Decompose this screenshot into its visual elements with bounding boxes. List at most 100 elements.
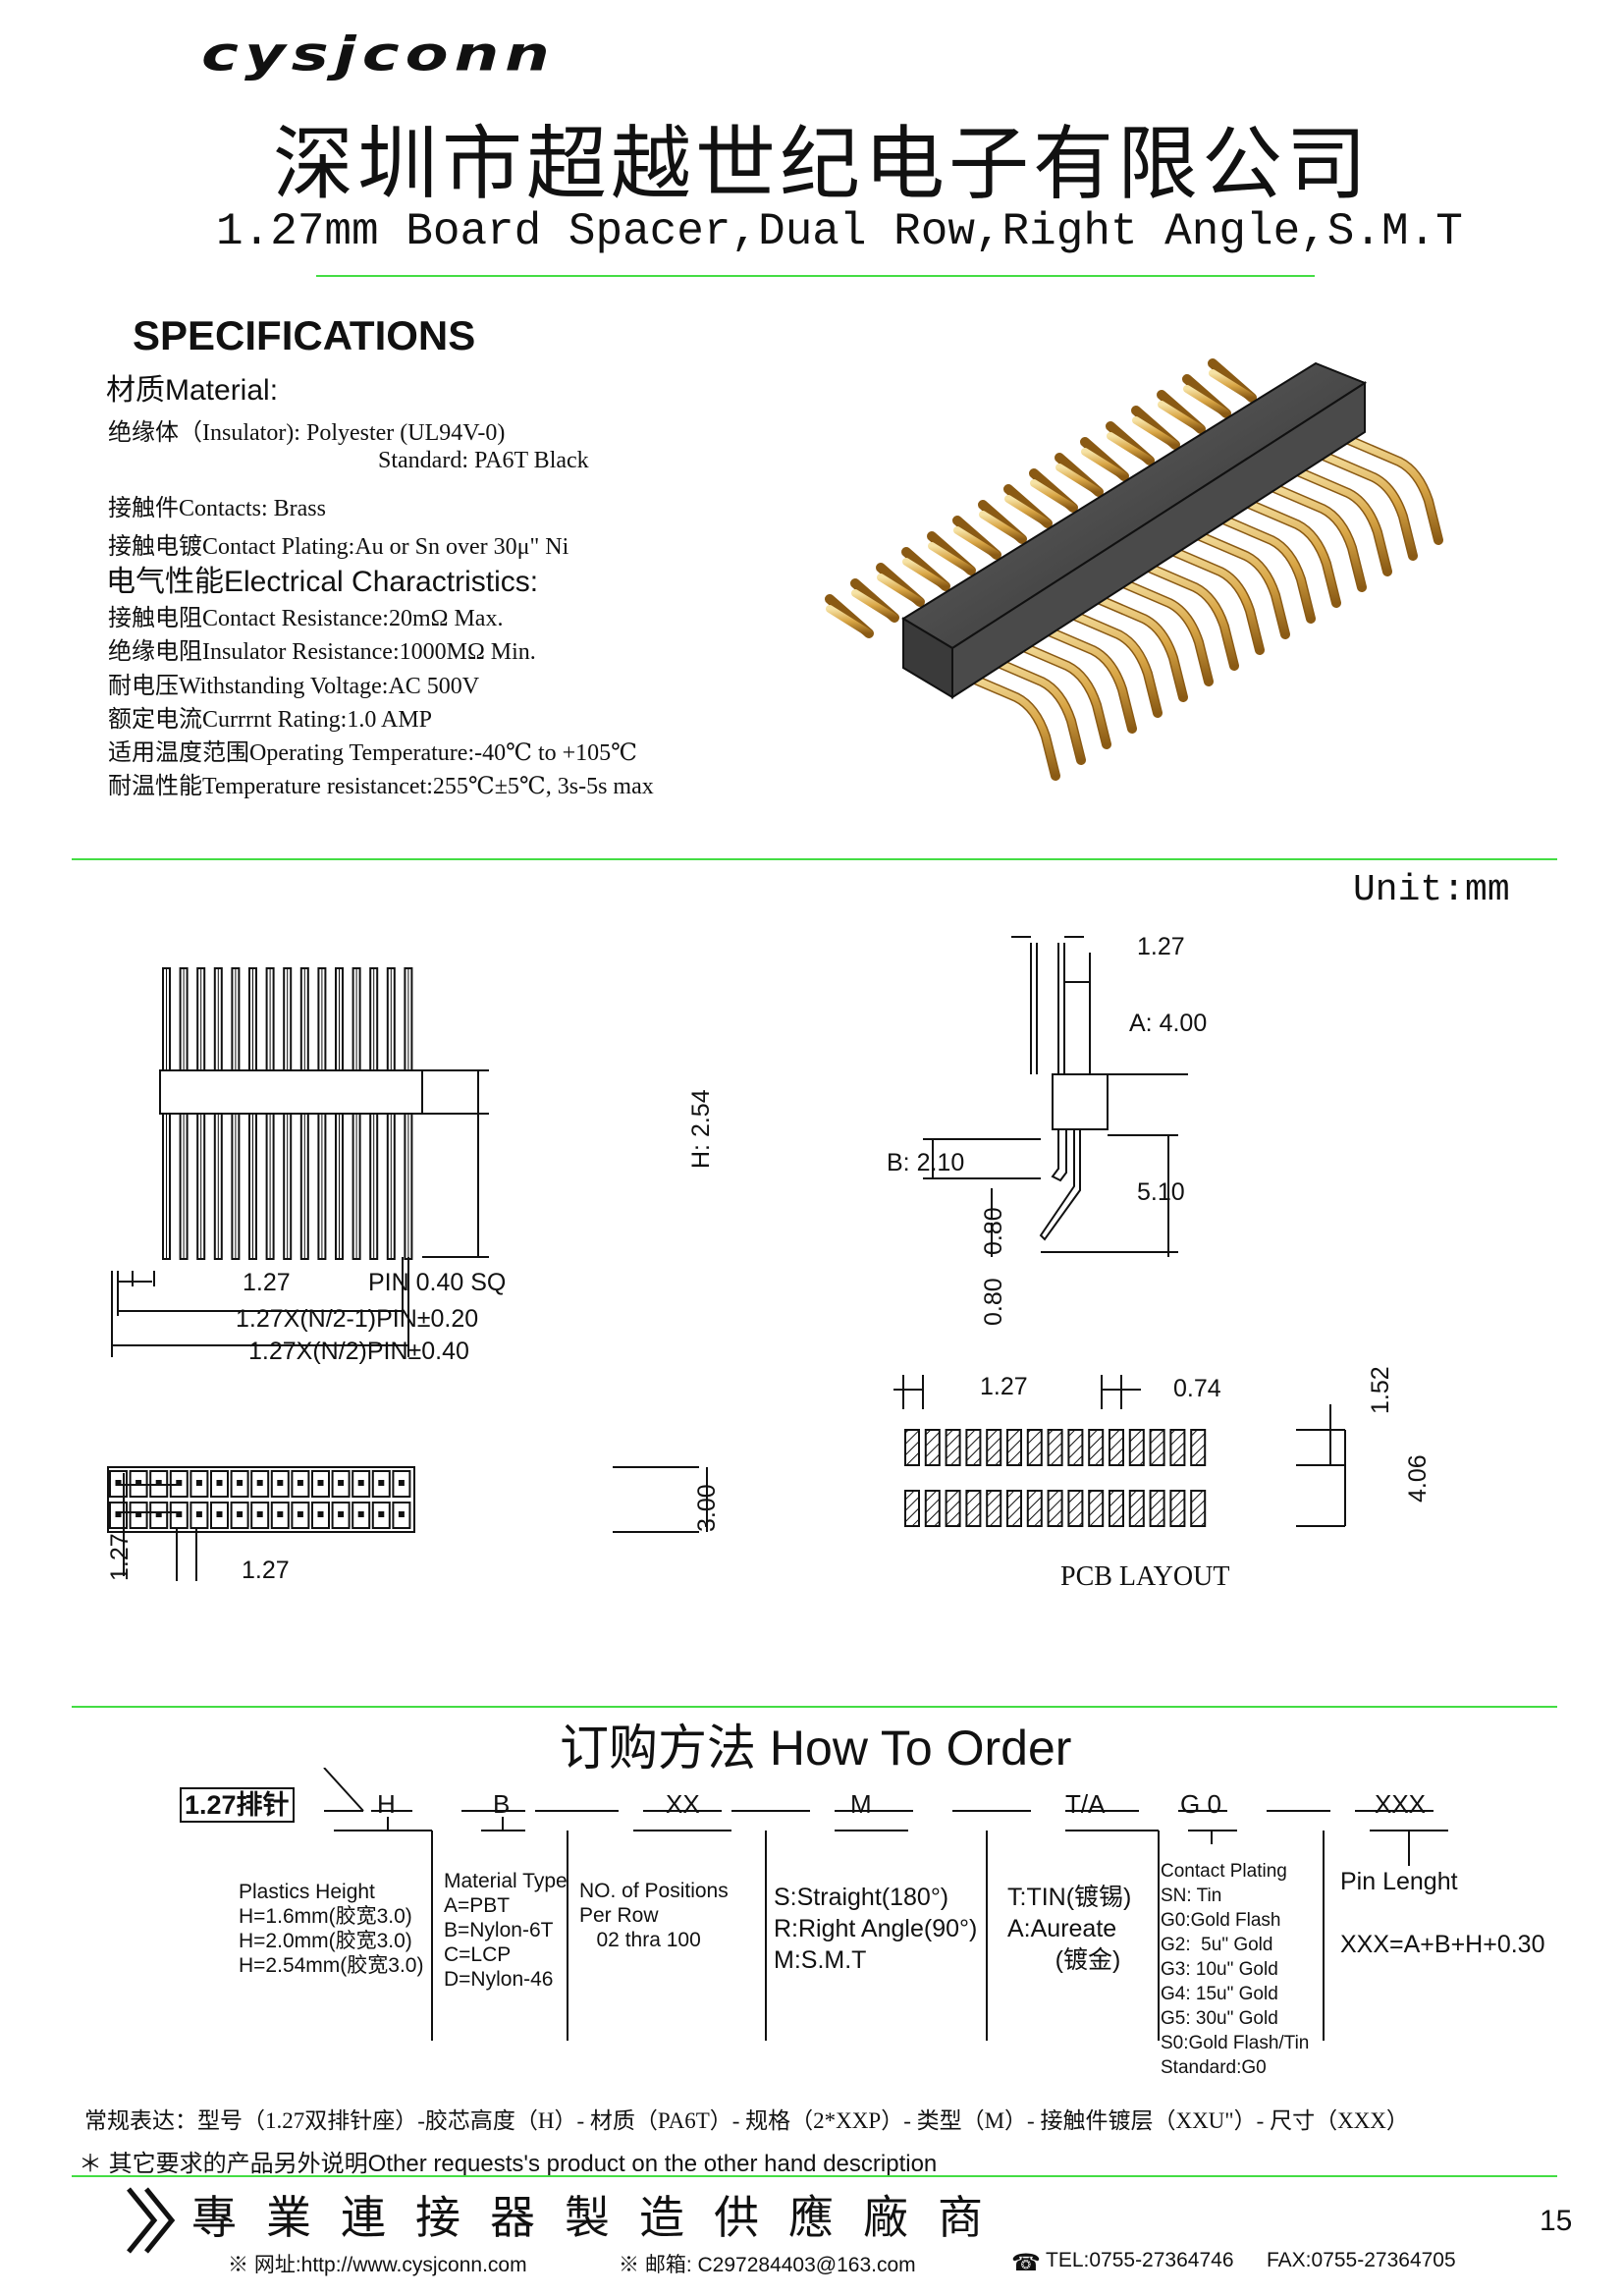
how-to-order-title: 订购方法 How To Order: [560, 1720, 1072, 1777]
smt-pin-highlight: [1224, 491, 1340, 607]
other-requests-note: ＊ 其它要求的产品另外说明Other requests's product on…: [79, 2151, 938, 2177]
straight-pin-highlight: [1030, 479, 1077, 512]
dim-top-row-pitch: 1.27: [106, 1533, 134, 1581]
order-plastics-height: Plastics Height H=1.6mm(胶宽3.0) H=2.0mm(胶…: [239, 1881, 424, 1977]
top-pin: [135, 1480, 142, 1486]
material-heading: 材质Material:: [106, 373, 279, 408]
pcb-pad: [924, 1490, 941, 1527]
pcb-pad: [1128, 1490, 1145, 1527]
order-pin-length: Pin Lenght XXX=A+B+H+0.30: [1340, 1868, 1545, 1958]
order-contact-plating: Contact Plating SN: Tin G0:Gold Flash G2…: [1161, 1861, 1310, 2078]
top-pin: [317, 1511, 324, 1517]
pcb-pad: [1026, 1429, 1043, 1466]
straight-pin-highlight: [1055, 464, 1103, 496]
pcb-pad: [1067, 1429, 1084, 1466]
code-h: H: [377, 1789, 396, 1819]
dim-top-pitch: 1.27: [242, 1557, 290, 1584]
pcb-pad: [1169, 1429, 1186, 1466]
order-code-lines: [323, 1768, 1448, 2041]
order-material-type: Material Type A=PBT B=Nylon-6T C=LCP D=N…: [444, 1870, 568, 1991]
fax: FAX:0755-27364705: [1267, 2249, 1456, 2271]
pcb-pad: [1169, 1490, 1186, 1527]
straight-pin-highlight: [1158, 401, 1205, 433]
pcb-pad: [986, 1490, 1002, 1527]
smt-pin-highlight: [1097, 570, 1213, 685]
regular-expression-note: 常规表达：型号（1.27双排针座）-胶芯高度（H）- 材质（PA6T）- 规格（…: [84, 2108, 1409, 2133]
section-divider-1: [72, 858, 1557, 860]
title-underline: [316, 275, 1315, 277]
pcb-pad: [1190, 1490, 1207, 1527]
dim-pcb-pitch: 1.27: [980, 1373, 1028, 1400]
order-type: S:Straight(180°) R:Right Angle(90°) M:S.…: [774, 1884, 978, 1974]
phone-icon: ☎: [1011, 2250, 1041, 2276]
company-name: 深圳市超越世纪电子有限公司: [273, 118, 1372, 211]
pcb-pad: [1006, 1490, 1022, 1527]
top-pin: [277, 1480, 284, 1486]
website[interactable]: ※ 网址:http://www.cysjconn.com: [228, 2254, 527, 2276]
dim-a: A: 4.00: [1129, 1010, 1208, 1037]
pcb-pad: [1088, 1429, 1105, 1466]
straight-pin-highlight: [1081, 448, 1128, 480]
dim-side-pitch: 1.27: [1137, 933, 1185, 960]
part-number-box: 1.27排针: [180, 1787, 295, 1823]
top-pin: [357, 1480, 364, 1486]
pcb-pad: [1088, 1490, 1105, 1527]
dim-d2: 0.80: [980, 1278, 1007, 1326]
spec-withstanding-voltage: 耐电压Withstanding Voltage:AC 500V: [108, 674, 480, 699]
company-slogan: 專業連接器製造供應廠商: [191, 2191, 1012, 2244]
code-ta: T/A: [1065, 1789, 1106, 1819]
email[interactable]: ※ 邮箱: C297284403@163.com: [619, 2254, 916, 2276]
pcb-pad: [1128, 1429, 1145, 1466]
pcb-pad: [1047, 1490, 1063, 1527]
dim-pcb-pad-len: 1.52: [1367, 1366, 1394, 1414]
top-pin: [378, 1511, 385, 1517]
pcb-pad: [1149, 1429, 1165, 1466]
smt-pin-highlight: [1199, 507, 1315, 623]
code-xx: XX: [666, 1789, 700, 1819]
smt-pin-highlight: [1046, 601, 1162, 717]
smt-pin-highlight: [1122, 554, 1238, 670]
unit-label: Unit:mm: [1353, 869, 1510, 911]
smt-pin-highlight: [1148, 538, 1264, 654]
top-pin: [338, 1511, 345, 1517]
top-pin: [338, 1480, 345, 1486]
smt-pin-highlight: [1071, 585, 1187, 701]
top-pin: [195, 1480, 202, 1486]
straight-pin-highlight: [1004, 495, 1052, 527]
top-view-drawing: [107, 1466, 708, 1581]
top-pin: [216, 1480, 223, 1486]
spec-current-rating: 额定电流Currrnt Rating:1.0 AMP: [108, 707, 433, 733]
company-logo: cysjconn: [201, 27, 556, 82]
dim-n2-1: 1.27X(N/2-1)PIN±0.20: [236, 1305, 479, 1333]
pcb-pad: [1006, 1429, 1022, 1466]
top-pin: [297, 1480, 303, 1486]
order-plating-type: T:TIN(镀锡) A:Aureate (镀金): [1007, 1884, 1132, 1974]
smt-pin-highlight: [1275, 460, 1391, 575]
dim-b: B: 2.10: [887, 1149, 965, 1176]
top-pin: [378, 1480, 385, 1486]
code-g0: G 0: [1180, 1789, 1221, 1819]
pcb-pad: [1067, 1490, 1084, 1527]
straight-pin-highlight: [953, 526, 1001, 559]
specifications-heading: SPECIFICATIONS: [133, 312, 476, 358]
spec-operating-temp: 适用温度范围Operating Temperature:-40℃ to +105…: [108, 740, 638, 766]
pcb-pad: [965, 1429, 982, 1466]
straight-pin-highlight: [1107, 432, 1154, 465]
dim-pcb-row-span: 4.06: [1404, 1454, 1432, 1503]
pcb-pad: [1190, 1429, 1207, 1466]
top-pin: [195, 1511, 202, 1517]
pcb-pad: [965, 1490, 982, 1527]
spec-insulator: 绝缘体（Insulator): Polyester (UL94V-0): [108, 420, 506, 446]
top-pin: [155, 1511, 162, 1517]
top-pin: [398, 1511, 405, 1517]
dim-side-length: 5.10: [1137, 1178, 1185, 1206]
double-chevron-icon: [127, 2187, 176, 2254]
top-pin: [256, 1480, 263, 1486]
dim-top-width: 3.00: [693, 1484, 721, 1532]
top-pin: [357, 1511, 364, 1517]
straight-pin-highlight: [1209, 369, 1256, 402]
dim-front-pitch: 1.27: [243, 1269, 291, 1296]
spec-plating: 接触电镀Contact Plating:Au or Sn over 30μ" N…: [108, 534, 569, 560]
top-pin: [237, 1480, 243, 1486]
spec-contact-resistance: 接触电阻Contact Resistance:20mΩ Max.: [108, 606, 504, 631]
